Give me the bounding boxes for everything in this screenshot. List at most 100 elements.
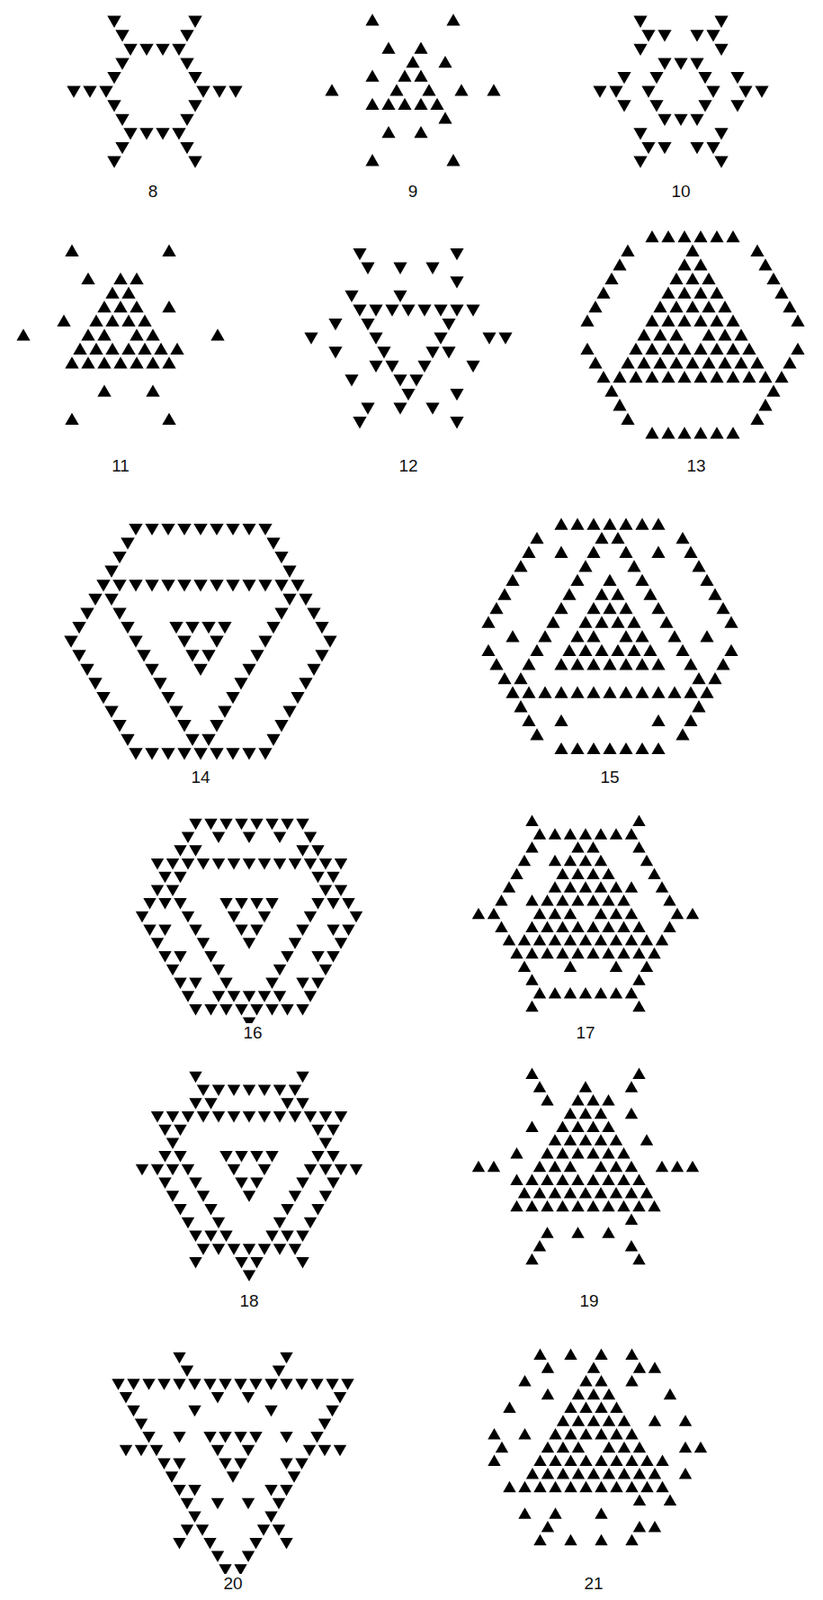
triangle-mark	[663, 1493, 677, 1506]
triangle-mark	[602, 518, 617, 530]
triangle-mark	[632, 814, 645, 827]
triangle-mark	[513, 559, 528, 572]
triangle-mark	[602, 1413, 616, 1426]
triangle-mark	[166, 964, 179, 976]
triangle-mark	[288, 1110, 302, 1123]
triangle-mark	[709, 286, 724, 298]
triangle-mark	[609, 1133, 623, 1146]
triangle-mark	[417, 360, 431, 373]
triangle-mark	[282, 593, 296, 606]
triangle-mark	[219, 1229, 233, 1242]
triangle-mark	[80, 356, 95, 368]
triangle-mark	[587, 1387, 600, 1400]
triangle-mark	[709, 342, 724, 355]
triangle-mark	[586, 657, 600, 670]
triangle-mark	[675, 727, 689, 740]
triangle-mark	[169, 342, 184, 355]
triangle-mark	[554, 657, 568, 670]
triangle-mark	[529, 644, 544, 656]
triangle-mark	[533, 1239, 546, 1252]
triangle-mark	[758, 370, 772, 383]
triangle-mark	[525, 973, 538, 985]
triangle-mark	[212, 1084, 225, 1097]
triangle-mark	[636, 328, 651, 340]
triangle-mark	[233, 1377, 247, 1390]
triangle-mark	[586, 1093, 600, 1106]
triangle-mark	[625, 1186, 638, 1199]
triangle-mark	[472, 1160, 485, 1172]
triangle-mark	[633, 1440, 646, 1453]
triangle-mark	[594, 986, 608, 999]
triangle-mark	[502, 1480, 516, 1493]
triangle-mark	[635, 686, 649, 698]
triangle-mark	[212, 86, 226, 99]
triangle-mark	[533, 1186, 546, 1199]
triangle-mark	[129, 356, 144, 368]
triangle-mark	[258, 635, 272, 648]
triangle-mark	[683, 714, 698, 726]
triangle-mark	[617, 1413, 631, 1426]
triangle-mark	[724, 616, 738, 628]
triangle-mark	[541, 1520, 555, 1532]
triangle-mark	[644, 230, 659, 242]
triangle-mark	[306, 663, 321, 676]
triangle-mark	[225, 691, 240, 704]
triangle-mark	[401, 304, 415, 316]
triangle-mark	[601, 1146, 615, 1159]
triangle-mark	[180, 1365, 194, 1378]
triangle-mark	[644, 426, 659, 439]
triangle-mark	[242, 937, 256, 949]
triangle-mark	[505, 686, 519, 698]
triangle-mark	[572, 1440, 585, 1453]
triangle-mark	[203, 1537, 216, 1549]
triangle-mark	[242, 1270, 256, 1282]
triangle-mark	[153, 342, 168, 355]
triangle-mark	[273, 858, 287, 870]
triangle-mark	[625, 907, 638, 920]
triangle-mark	[333, 1391, 347, 1404]
triangle-mark	[258, 579, 272, 591]
triangle-mark	[188, 844, 202, 857]
triangle-mark	[609, 1480, 623, 1493]
triangle-mark	[265, 1003, 278, 1016]
triangle-mark	[625, 1480, 638, 1493]
triangle-mark	[706, 142, 720, 154]
triangle-mark	[632, 973, 645, 985]
triangle-mark	[651, 657, 665, 670]
triangle-mark	[612, 258, 627, 270]
triangle-mark	[632, 1000, 645, 1012]
triangle-mark	[594, 1506, 608, 1519]
triangle-mark	[151, 858, 164, 870]
triangle-mark	[548, 1480, 562, 1493]
triangle-mark	[82, 86, 97, 99]
triangle-mark	[653, 328, 667, 340]
triangle-mark	[525, 1067, 538, 1080]
triangle-mark	[242, 831, 256, 844]
triangle-mark	[218, 1431, 232, 1443]
triangle-mark	[80, 663, 94, 676]
triangle-mark	[586, 867, 600, 880]
triangle-mark	[425, 346, 439, 358]
triangle-mark	[625, 1374, 638, 1387]
triangle-mark	[693, 370, 707, 383]
triangle-mark	[594, 1374, 608, 1387]
triangle-mark	[172, 1351, 186, 1364]
triangle-mark	[218, 1377, 232, 1390]
triangle-mark	[714, 127, 728, 140]
triangle-mark	[691, 699, 706, 712]
triangle-mark	[465, 360, 480, 373]
triangle-mark	[258, 747, 272, 760]
triangle-mark	[521, 657, 536, 670]
triangle-mark	[273, 1243, 287, 1255]
triangle-mark	[579, 854, 592, 867]
triangle-mark	[657, 29, 671, 42]
triangle-mark	[219, 1003, 233, 1016]
triangle-mark	[632, 1067, 645, 1080]
triangle-mark	[563, 1160, 577, 1172]
triangle-mark	[685, 244, 699, 257]
figure-number: 19	[577, 1290, 600, 1310]
triangle-mark	[594, 1107, 608, 1119]
triangle-mark	[697, 71, 712, 84]
triangle-mark	[632, 1252, 645, 1265]
triangle-mark	[487, 1160, 501, 1172]
